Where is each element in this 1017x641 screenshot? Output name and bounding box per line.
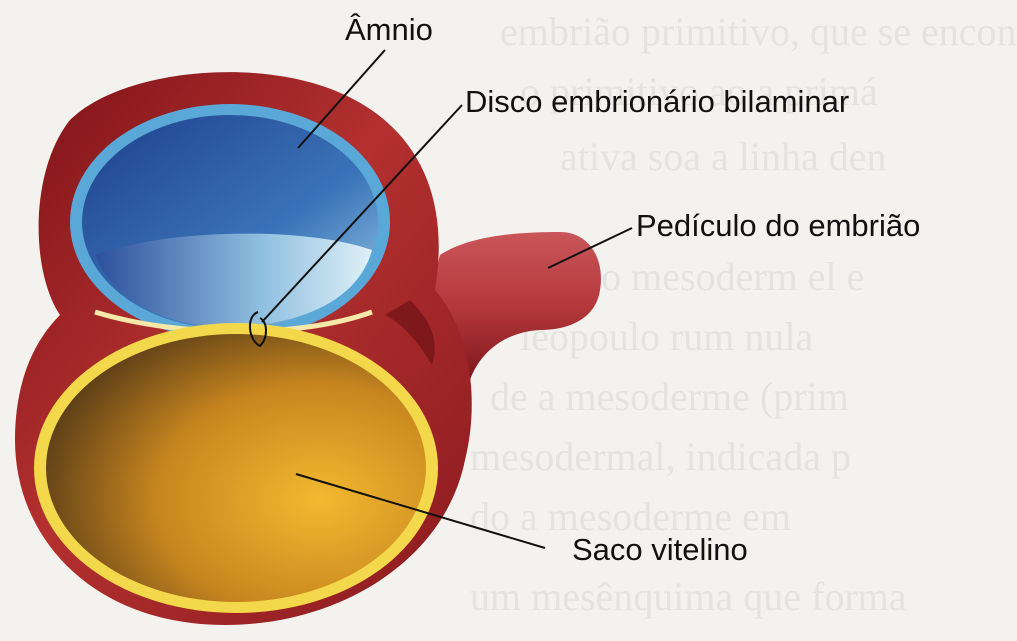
svg-text:mesodermal, indicada p: mesodermal, indicada p [470, 434, 851, 479]
amniotic-cavity [70, 104, 390, 340]
svg-text:ativa soa a linha den: ativa soa a linha den [560, 134, 887, 179]
svg-text:de a mesoderme (prim: de a mesoderme (prim [490, 374, 849, 419]
label-saco: Saco vitelino [572, 532, 748, 567]
label-disco: Disco embrionário bilaminar [465, 84, 849, 119]
label-amnio: Âmnio [345, 12, 433, 47]
label-pediculo: Pedículo do embrião [636, 208, 920, 243]
svg-text:um mesênquima que forma: um mesênquima que forma [470, 574, 907, 619]
yolk-sac [34, 323, 438, 613]
svg-text:embrião primitivo, que se enco: embrião primitivo, que se encontra conf [500, 9, 1017, 54]
